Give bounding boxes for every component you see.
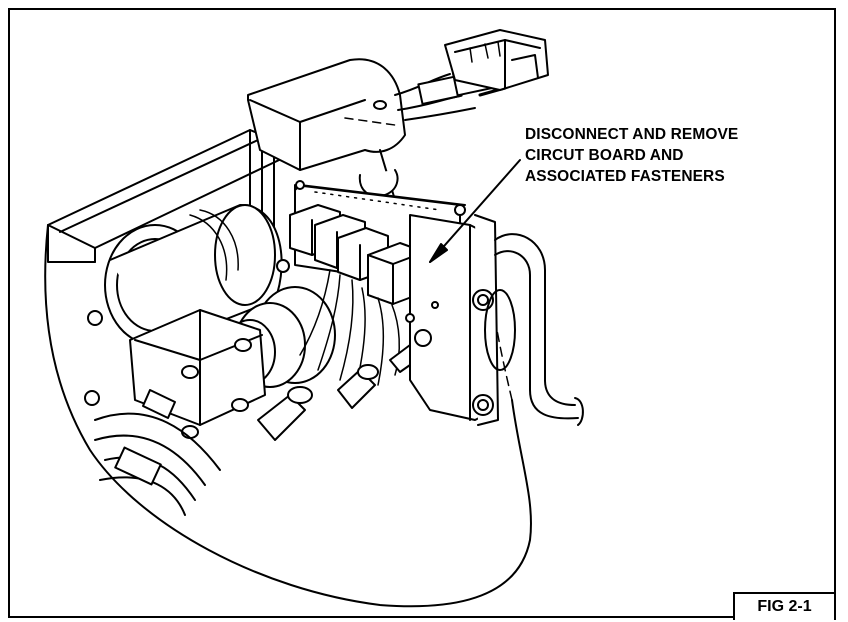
valve-block bbox=[406, 215, 498, 425]
plug-connector bbox=[445, 30, 548, 90]
relays bbox=[290, 205, 425, 304]
callout-line-3: ASSOCIATED FASTENERS bbox=[525, 168, 725, 185]
hoses bbox=[95, 390, 220, 515]
callout-text: DISCONNECT AND REMOVE CIRCUT BOARD AND A… bbox=[525, 124, 738, 187]
detail-boundary bbox=[45, 225, 531, 606]
top-bracket bbox=[248, 59, 405, 200]
motor bbox=[105, 205, 282, 345]
figure-frame bbox=[8, 8, 836, 618]
callout-line-2: CIRCUT BOARD AND bbox=[525, 147, 684, 164]
tubing bbox=[485, 234, 583, 425]
fasteners bbox=[85, 205, 465, 405]
figure-label: FIG 2-1 bbox=[733, 592, 836, 620]
callout-arrow bbox=[430, 160, 520, 262]
callout-line-1: DISCONNECT AND REMOVE bbox=[525, 126, 739, 143]
